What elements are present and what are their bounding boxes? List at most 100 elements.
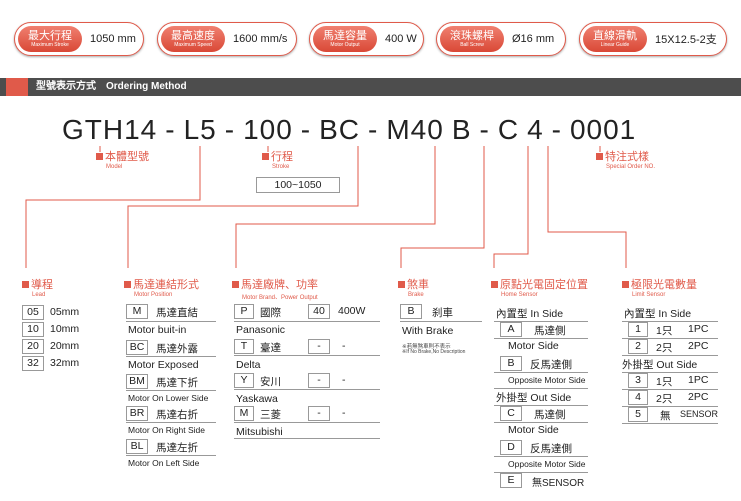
limit-sensor-label: 極限光電數量 Limit Sensor (622, 276, 697, 298)
motor-brand-label-en: Motor Brand、Power Output (242, 295, 318, 301)
mb-power-code: 40 (308, 304, 330, 319)
lead-label-zh: 導程 (31, 279, 53, 291)
model-label-zh: 本體型號 (105, 151, 149, 163)
ls-header: 外掛型 Out Side (622, 359, 698, 371)
spec-label-en: Maximum Speed (174, 41, 212, 48)
mb-power: - (342, 407, 346, 419)
mb-zh: 臺達 (260, 342, 281, 354)
mp-code: M (126, 304, 148, 319)
divider (622, 423, 718, 424)
square-icon (596, 153, 603, 160)
spec-label-zh: 最大行程 (28, 28, 72, 42)
ls-qty: 2只 (656, 342, 673, 354)
limit-sensor-label-zh: 極限光電數量 (631, 279, 697, 291)
hs-code: C (500, 406, 522, 421)
brake-code: B (400, 304, 422, 319)
mb-en: Yaskawa (236, 393, 278, 405)
spec-value: Ø16 mm (512, 33, 555, 45)
ls-pc: 1PC (688, 323, 709, 335)
motor-position-label-en: Motor Position (134, 292, 173, 298)
brake-note-en: ※If No Brake,No Description (402, 349, 466, 355)
ls-qty: 2只 (656, 393, 673, 405)
lead-value: 05mm (50, 306, 80, 318)
spec-value: 400 W (385, 33, 417, 45)
hs-header: 外掛型 Out Side (496, 392, 572, 404)
spec-label-en: Motor Output (330, 41, 360, 48)
code-part: BC (319, 114, 361, 145)
lead-code: 10 (22, 322, 44, 337)
mb-code: Y (234, 373, 254, 388)
ls-pc: 2PC (688, 391, 709, 403)
code-dash: - (551, 114, 562, 145)
spec-label-en: Linear Guide (600, 41, 630, 48)
spec-value: 15X12.5-2支 (655, 34, 717, 46)
limit-sensor-label-en: Limit Sensor (632, 292, 666, 298)
divider (622, 338, 718, 339)
divider (126, 356, 216, 357)
divider (494, 372, 588, 373)
stroke-label: 行程 Stroke (262, 148, 293, 170)
code-dash: - (165, 114, 176, 145)
divider (234, 422, 380, 423)
square-icon (491, 281, 498, 288)
special-label-en: Special Order NO. (606, 164, 656, 170)
code-part: GTH14 (62, 114, 158, 145)
mb-zh: 三菱 (260, 409, 281, 421)
square-icon (232, 281, 239, 288)
square-icon (398, 281, 405, 288)
square-icon (96, 153, 103, 160)
spec-label-zh: 最高速度 (171, 28, 215, 42)
section-header: 型號表示方式 Ordering Method (0, 78, 741, 96)
ls-qty: 1只 (656, 376, 673, 388)
home-sensor-label: 原點光電固定位置 Home Sensor (491, 276, 588, 298)
mb-en: Panasonic (236, 324, 286, 336)
code-dash: - (479, 114, 490, 145)
divider (126, 390, 216, 391)
lead-code: 20 (22, 339, 44, 354)
mp-code: BC (126, 340, 148, 355)
mp-en: Motor Exposed (128, 359, 199, 371)
hs-code: D (500, 440, 522, 455)
divider (622, 321, 718, 322)
mb-code: T (234, 339, 254, 354)
mb-zh: 安川 (260, 376, 281, 388)
home-sensor-label-en: Home Sensor (501, 292, 538, 298)
brake-zh: 刹車 (432, 307, 453, 319)
divider (234, 355, 380, 356)
mb-code: M (234, 406, 254, 421)
mb-power: - (342, 374, 346, 386)
lead-code: 32 (22, 356, 44, 371)
lead-code: 05 (22, 305, 44, 320)
divider (234, 389, 380, 390)
stroke-label-en: Stroke (272, 164, 290, 170)
divider (494, 321, 588, 322)
divider (494, 456, 588, 457)
spec-label-en: Maximum Stroke (31, 41, 69, 48)
lead-label: 導程 Lead (22, 276, 53, 298)
divider (494, 405, 588, 406)
spec-value: 1600 mm/s (233, 33, 288, 45)
mb-zh: 國際 (260, 307, 281, 319)
motor-brand-label: 馬達廠牌、功率 Motor Brand、Power Output (232, 276, 318, 301)
divider (622, 389, 718, 390)
divider (622, 406, 718, 407)
lead-value: 10mm (50, 323, 80, 335)
hs-en: Opposite Motor Side (508, 459, 586, 469)
divider (494, 472, 588, 473)
model-label-en: Model (106, 164, 123, 170)
special-label-zh: 特注式樣 (605, 151, 649, 163)
hs-text: 馬達側 (534, 409, 566, 421)
code-part: 4 (527, 114, 544, 145)
square-icon (22, 281, 29, 288)
brake-label-en: Brake (408, 292, 424, 298)
spec-label-zh: 直線滑軌 (593, 28, 637, 42)
code-dash: - (368, 114, 379, 145)
